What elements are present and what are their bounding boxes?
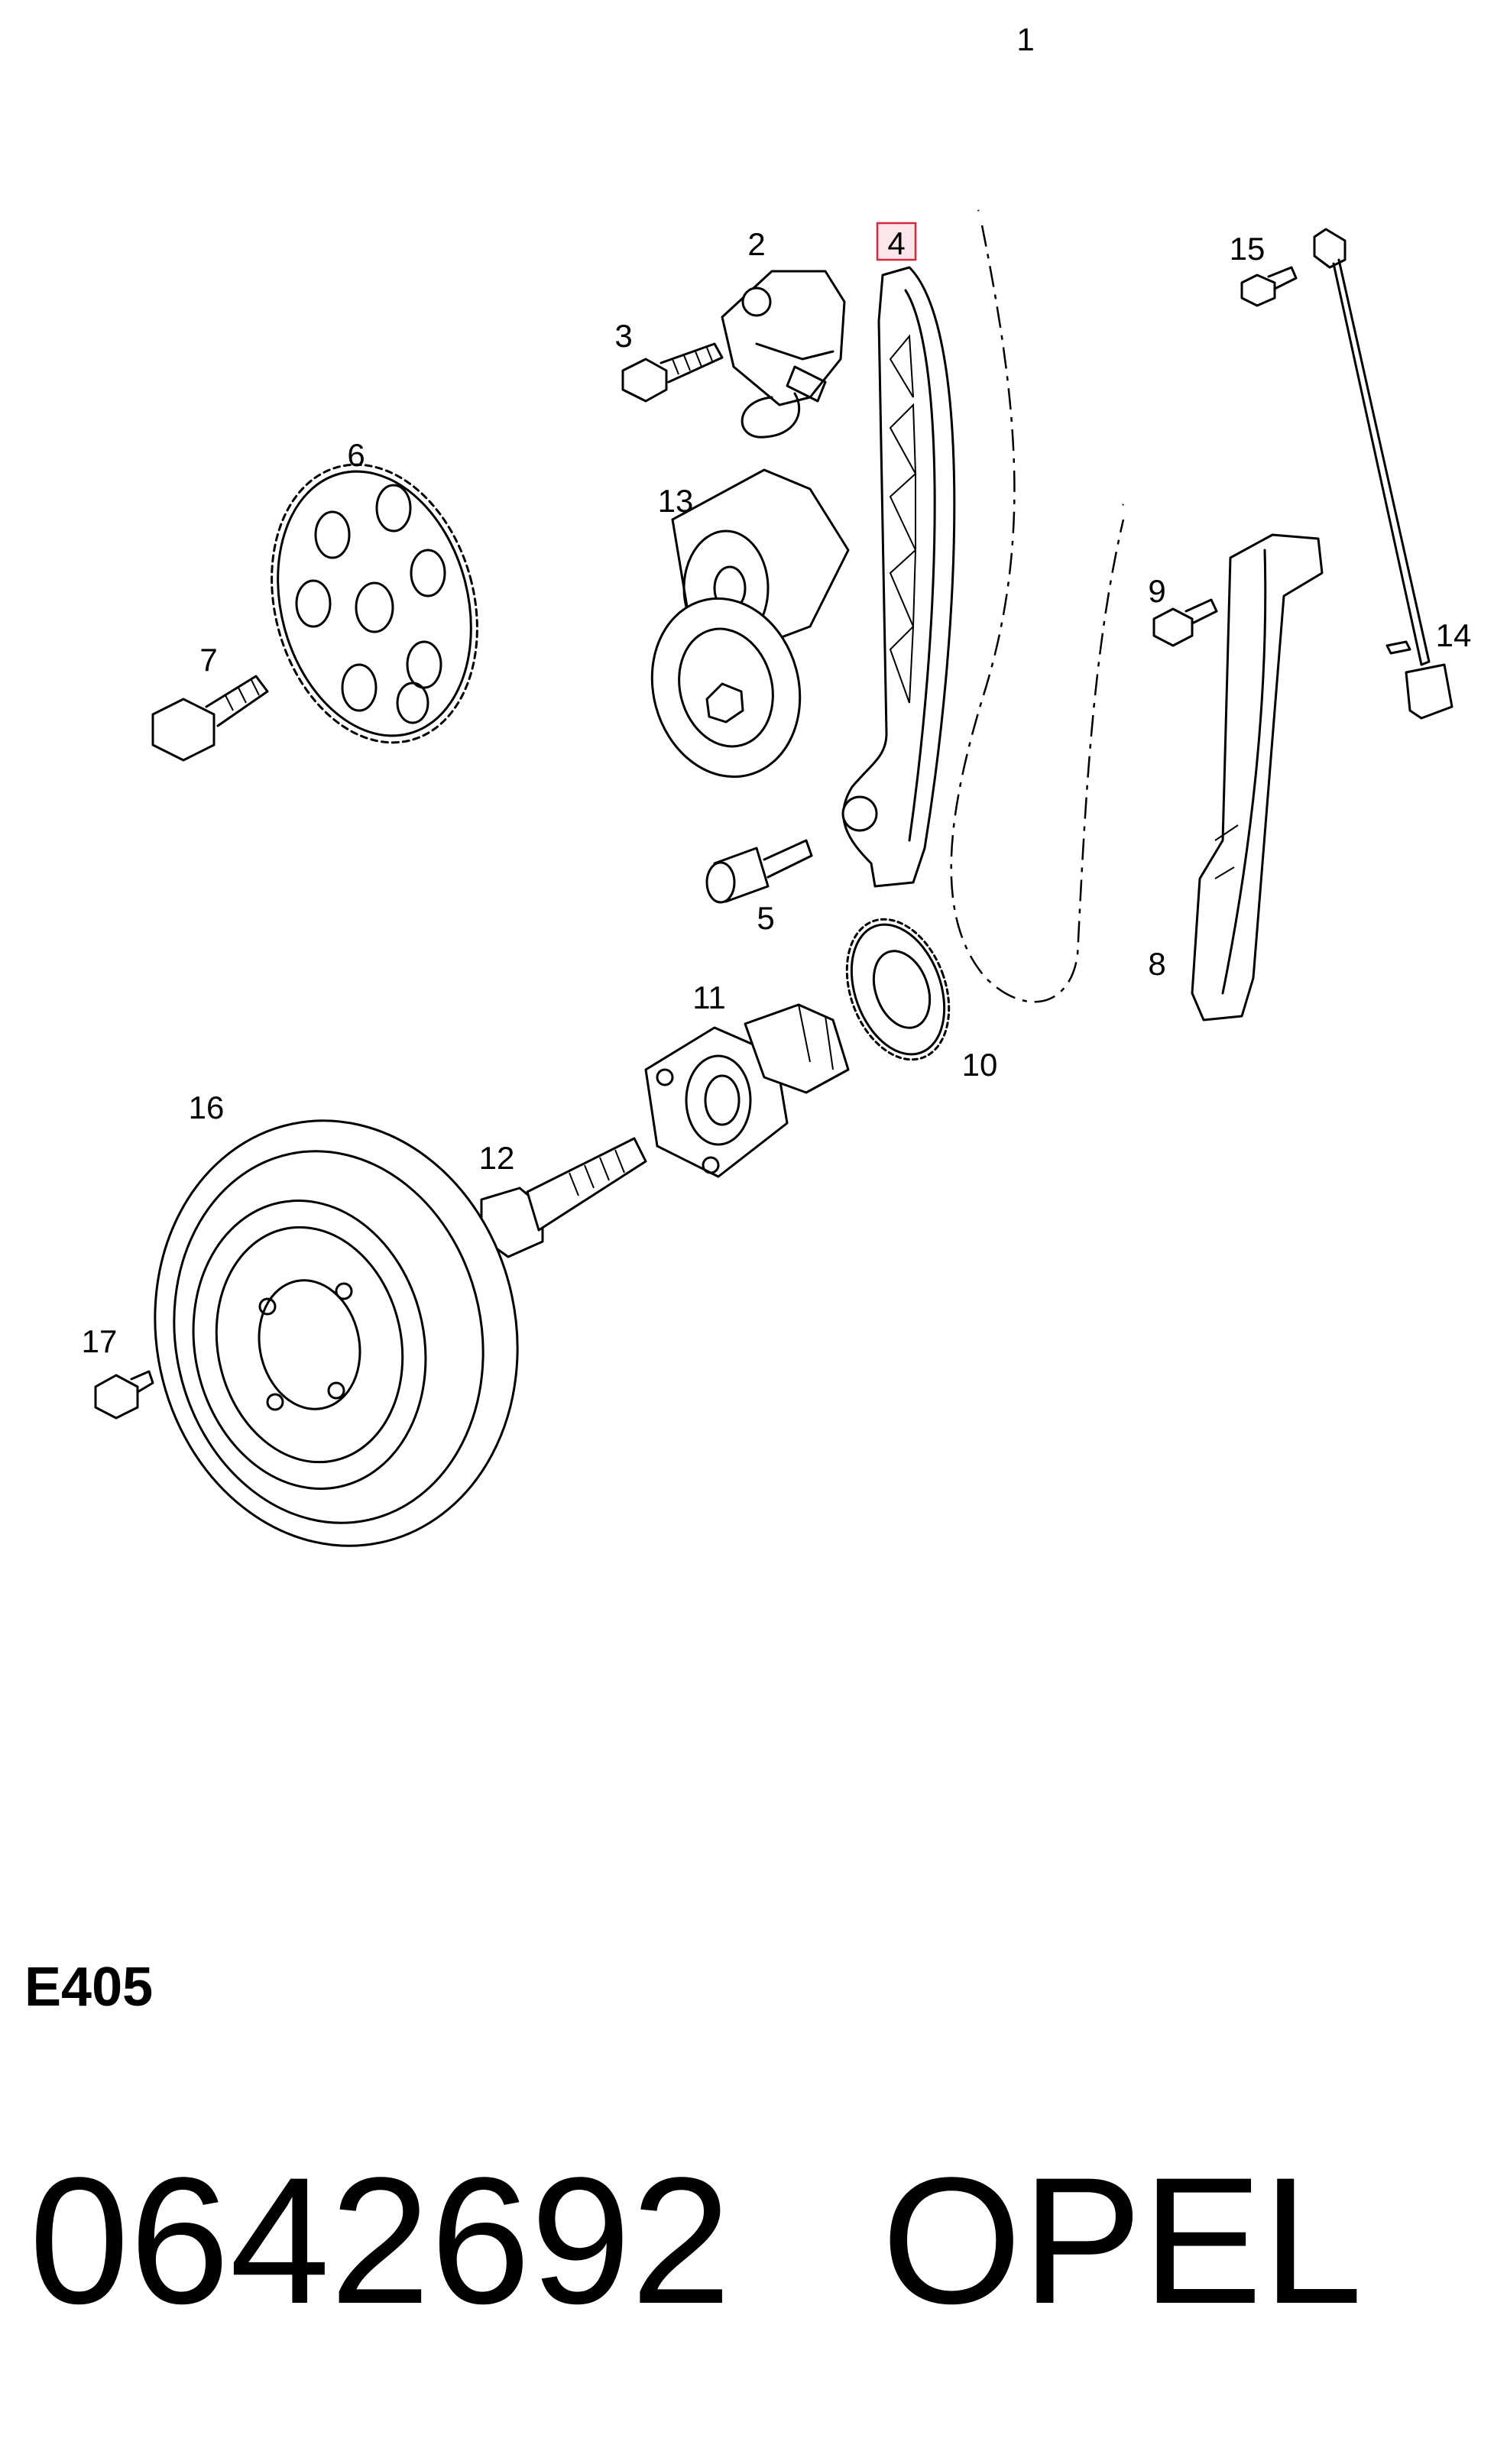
diagram-code: E405 [24,1957,154,2018]
guide-pin[interactable] [705,839,813,904]
bolt-17[interactable] [94,1370,154,1420]
callout-2: 2 [747,226,765,262]
brand: OPEL [881,2140,1363,2342]
guide-rail[interactable] [1191,533,1324,1022]
callout-13: 13 [658,483,694,519]
callout-10: 10 [962,1047,998,1083]
crankshaft-bolt[interactable] [480,1137,647,1258]
timing-chain[interactable] [950,69,1187,1003]
bolt-7[interactable] [151,675,269,762]
callout-3: 3 [614,318,632,354]
callout-5: 5 [757,900,774,936]
callout-7: 7 [199,642,217,678]
callout-4[interactable]: 4 [887,225,905,261]
callout-14: 14 [1436,617,1472,653]
guide-rod[interactable] [1313,228,1454,720]
callout-11: 11 [692,979,726,1015]
callout-8: 8 [1148,946,1165,982]
crankshaft-pulley[interactable] [116,1086,556,1574]
callout-1: 1 [1016,21,1034,57]
part-number: 0642692 [29,2140,731,2342]
callout-16: 16 [189,1090,225,1125]
tensioner-pulley[interactable] [633,468,850,794]
callout-9: 9 [1148,573,1165,609]
callout-15: 15 [1230,231,1266,267]
camshaft-sprocket[interactable] [242,442,507,766]
chain-tensioner[interactable] [721,270,846,439]
bolt-9[interactable] [1152,598,1218,647]
bolt-15[interactable] [1240,266,1298,307]
callout-17: 17 [82,1323,118,1359]
parts-diagram: 1 2 3 4 5 6 7 8 9 10 11 12 13 14 15 16 1… [82,21,1472,1574]
crankshaft-sprocket[interactable] [828,905,967,1074]
callout-6: 6 [347,437,365,473]
bolt-3[interactable] [621,342,724,403]
callout-12: 12 [479,1140,515,1176]
crankshaft-hub[interactable] [644,1003,850,1178]
callout-highlight [876,222,917,261]
part-number-brand: 0642692 OPEL [29,2151,1363,2331]
tensioner-rail[interactable] [841,266,956,888]
